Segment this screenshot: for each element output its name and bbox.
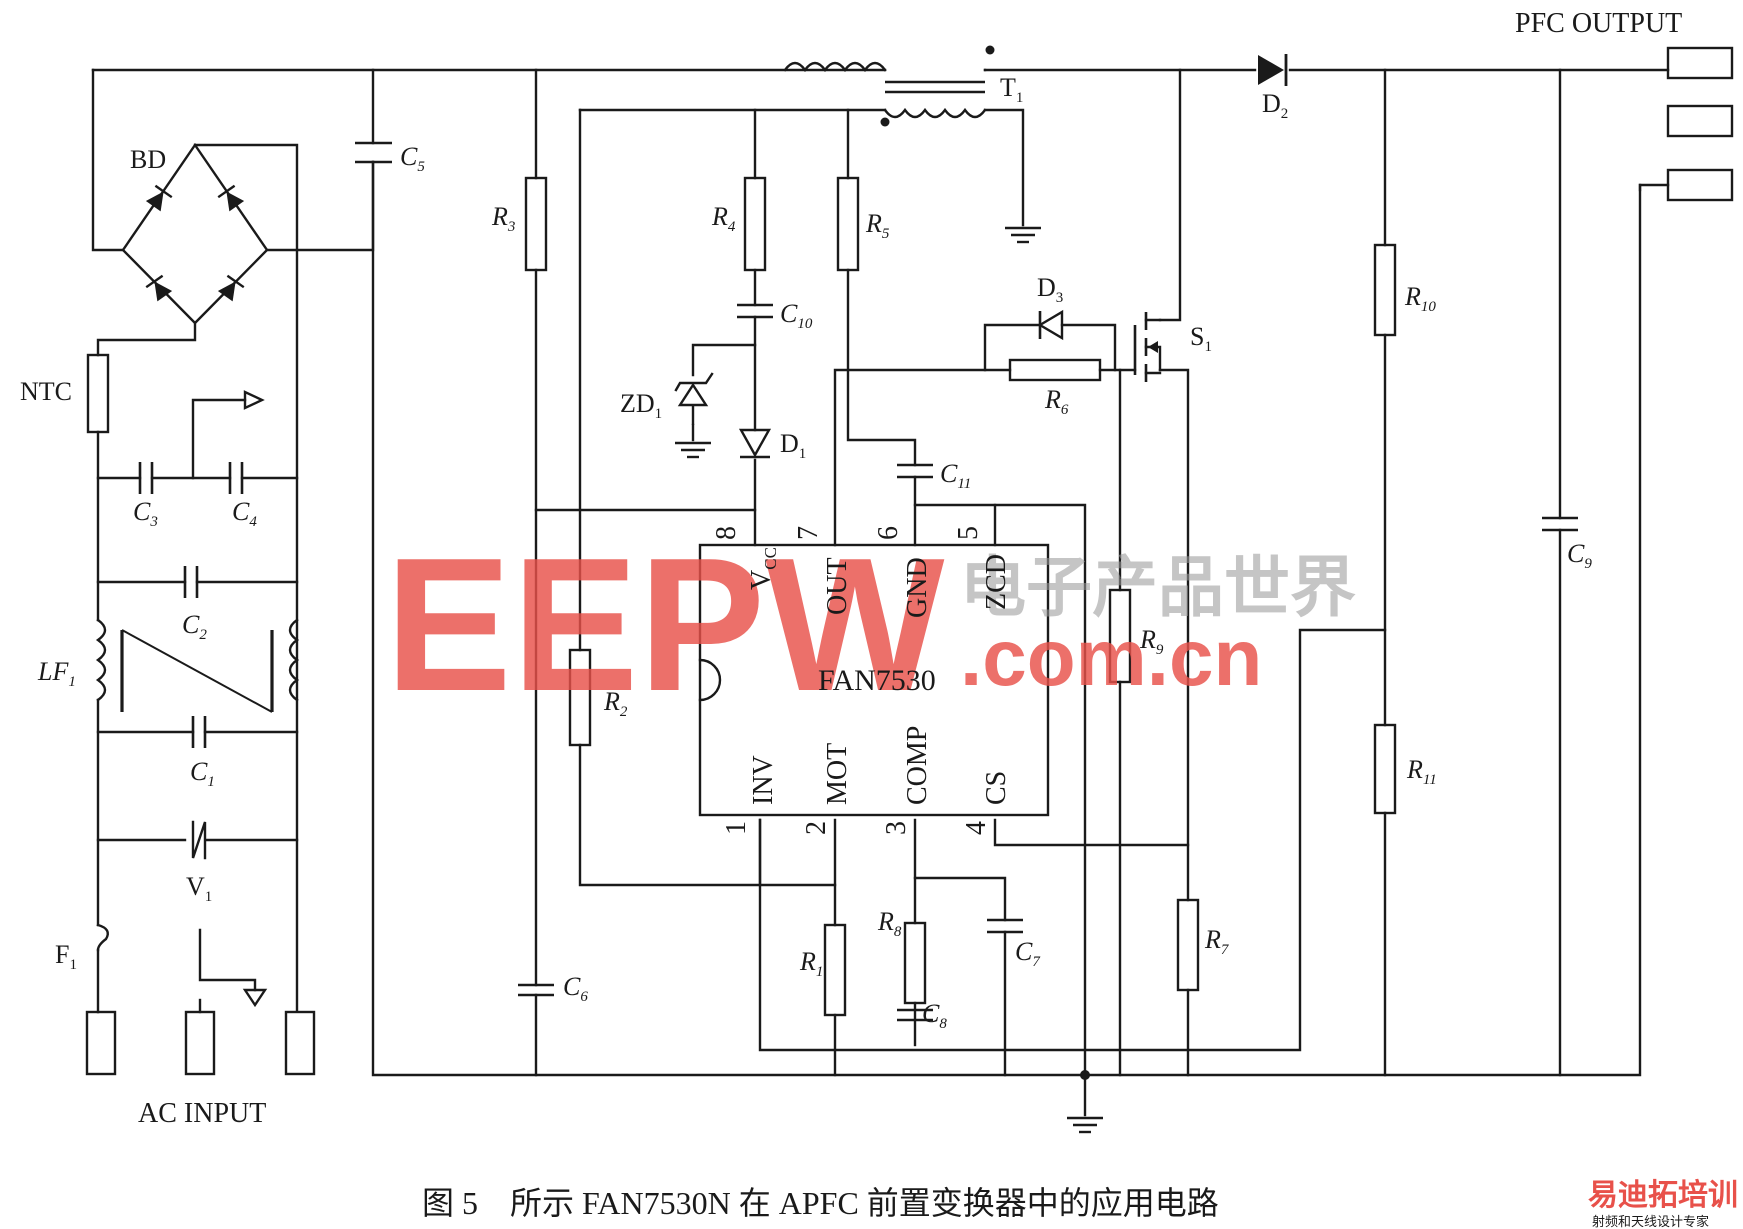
watermark: EEPW 电子产品世界 .com.cn: [385, 519, 1356, 731]
pin-7-number: 7: [793, 526, 824, 540]
pin-8-number: 8: [711, 526, 742, 540]
c4-label: C4: [232, 497, 257, 530]
r8-label: R8: [877, 907, 902, 940]
c3-label: C3: [133, 497, 158, 530]
pin-2-label: MOT: [822, 743, 853, 805]
ground-zd1: [673, 441, 713, 459]
c7-label: C7: [1015, 937, 1041, 970]
r4-label: R4: [711, 202, 736, 235]
pin-4-label: CS: [981, 771, 1012, 805]
figure-caption: 图 5 所示 FAN7530N 在 APFC 前置变换器中的应用电路: [422, 1185, 1219, 1221]
c8-label: C8: [922, 999, 947, 1032]
line-filter-lf1: [95, 618, 300, 713]
f1-label: F1: [55, 940, 77, 973]
pin-3-number: 3: [881, 821, 912, 835]
corner-watermark: 易迪拓培训 射频和天线设计专家: [1588, 1178, 1738, 1229]
mosfet-s1: [1133, 312, 1162, 382]
c1-label: C1: [190, 757, 215, 790]
d1-label: D1: [780, 429, 806, 462]
v1-label: V1: [186, 872, 212, 905]
ac-input-terminals: [85, 998, 316, 1076]
diode-d2: [1258, 54, 1288, 86]
bridge-rectifier: [121, 142, 269, 325]
t1-label: T1: [1000, 73, 1023, 106]
c10-label: C10: [780, 299, 813, 332]
c5-label: C5: [400, 142, 425, 175]
r1-label: R1: [799, 947, 823, 980]
pin-5-number: 5: [953, 526, 984, 540]
c9-label: C9: [1567, 539, 1592, 572]
fuse-f1: [96, 923, 109, 952]
corner-watermark-sub: 射频和天线设计专家: [1592, 1214, 1709, 1229]
pin-6-label: GND: [902, 557, 933, 618]
r11-label: R11: [1406, 755, 1437, 788]
pin-8-label: VCC: [746, 547, 780, 590]
c6-label: C6: [563, 972, 588, 1005]
diodes: [674, 309, 1064, 459]
r3-label: R3: [491, 202, 515, 235]
lf1-label: LF1: [37, 657, 76, 690]
ac-input-label: AC INPUT: [138, 1098, 266, 1129]
watermark-brand: EEPW: [385, 519, 945, 731]
output-terminals: [1666, 46, 1734, 202]
d2-label: D2: [1262, 89, 1288, 122]
pin-4-number: 4: [961, 821, 992, 835]
pin-2-number: 2: [801, 821, 832, 835]
pin-5-label: ZCD: [981, 554, 1012, 610]
bd-label: BD: [130, 145, 166, 174]
ic-name: FAN7530: [818, 664, 936, 697]
r9-label: R9: [1139, 625, 1164, 658]
capacitors: [138, 303, 1578, 1022]
varistor-v1: [191, 820, 207, 860]
wires: [91, 68, 1670, 1117]
watermark-url: .com.cn: [960, 613, 1262, 702]
d3-label: D3: [1037, 273, 1063, 306]
ground-main: [1065, 1116, 1105, 1134]
capacitor-c5: [355, 141, 392, 164]
s1-label: S1: [1190, 322, 1212, 355]
pin-1-number: 1: [721, 821, 752, 835]
r7-label: R7: [1204, 925, 1230, 958]
pin-7-label: OUT: [822, 557, 853, 615]
zd1-label: ZD1: [620, 389, 662, 422]
c11-label: C11: [940, 459, 971, 492]
pin-6-number: 6: [873, 526, 904, 540]
watermark-cn: 电子产品世界: [960, 550, 1356, 624]
resistors: [86, 176, 1397, 1017]
pin-3-label: COMP: [902, 726, 933, 805]
r6-label: R6: [1044, 385, 1069, 418]
r10-label: R10: [1404, 282, 1436, 315]
ic-labels: 8 7 6 5 VCC OUT GND ZCD FAN7530 INV MOT …: [711, 526, 1012, 835]
transformer-t1: [783, 45, 995, 127]
r5-label: R5: [865, 209, 890, 242]
r2-label: R2: [603, 687, 628, 720]
ntc-label: NTC: [20, 377, 72, 406]
earth-symbols: [242, 390, 268, 1008]
ground-t1: [1003, 226, 1043, 244]
pfc-output-label: PFC OUTPUT: [1515, 8, 1682, 39]
pin-1-label: INV: [748, 755, 779, 805]
c2-label: C2: [182, 610, 207, 643]
corner-watermark-brand: 易迪拓培训: [1588, 1178, 1738, 1212]
component-labels: PFC OUTPUT T1 D2 BD C5 R3 R4 R5 C10 ZD1 …: [20, 8, 1682, 1129]
ic-fan7530: [698, 543, 1050, 817]
